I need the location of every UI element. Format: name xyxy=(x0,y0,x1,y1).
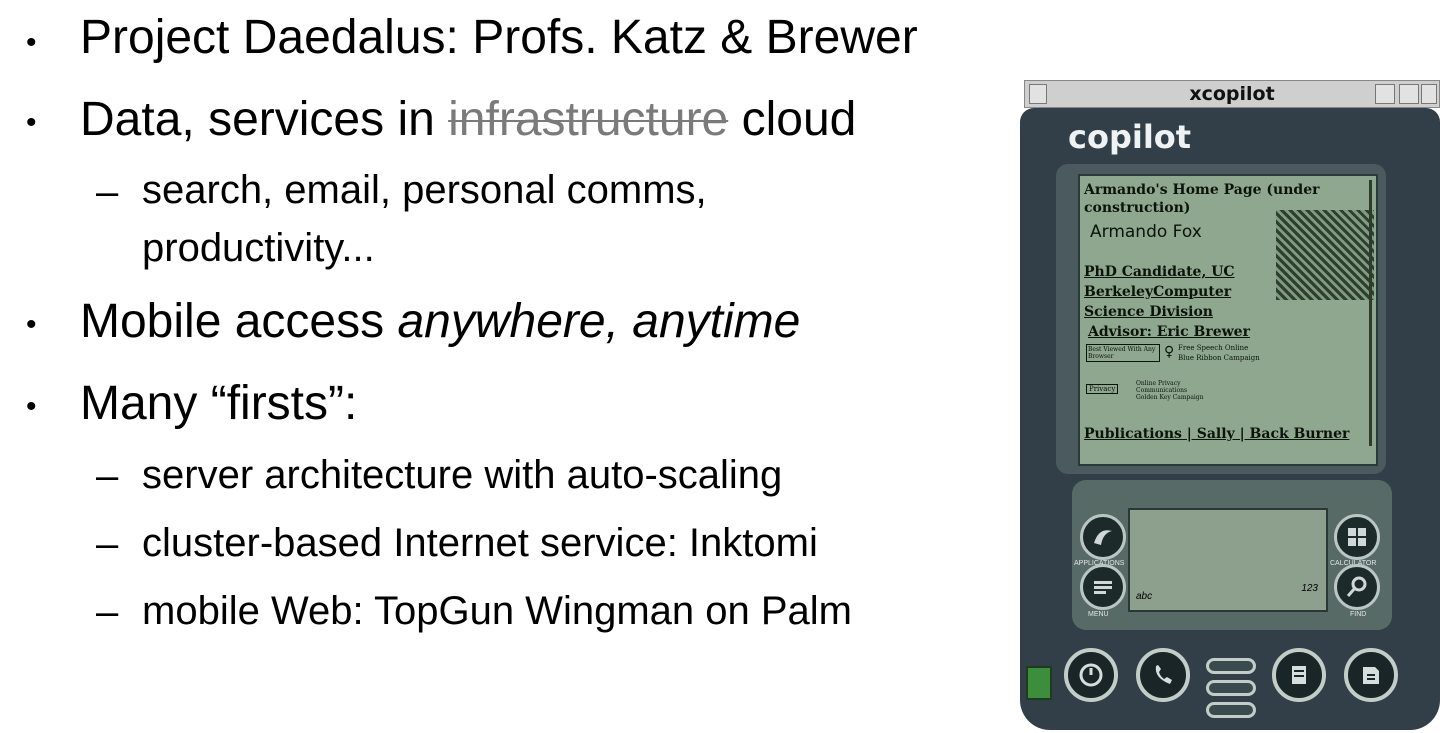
ribbon-text-1[interactable]: Free Speech Online xyxy=(1178,344,1249,352)
applications-label: APPLICATIONS xyxy=(1074,560,1124,567)
first-autoscaling: server architecture with auto-scaling xyxy=(142,453,783,497)
dash-3: – xyxy=(96,522,119,566)
struck-word: infrastructure xyxy=(448,93,729,146)
memo-button[interactable] xyxy=(1344,648,1398,702)
applications-icon xyxy=(1094,530,1112,545)
bullet-mobile: Mobile access anywhere, anytime xyxy=(80,298,800,346)
link-berkeley[interactable]: BerkeleyComputer xyxy=(1084,284,1232,300)
calculator-label: CALCULATOR xyxy=(1330,560,1376,567)
memo-icon xyxy=(1363,667,1379,684)
mobile-italic: anywhere, anytime xyxy=(397,295,801,348)
address-button[interactable] xyxy=(1136,648,1190,702)
bullet-firsts: Many “firsts”: xyxy=(80,377,358,430)
advisor-label: Advisor: Eric Brewer xyxy=(1088,324,1250,340)
dash-1: – xyxy=(96,170,119,214)
bullet-4: • xyxy=(26,390,37,423)
bullet-cloud: Data, services in infrastructure cloud xyxy=(80,96,856,144)
maximize-button[interactable] xyxy=(1399,84,1419,104)
find-button[interactable] xyxy=(1334,564,1380,610)
sub-services-line2: productivity... xyxy=(142,226,375,270)
window-title: xcopilot xyxy=(1189,83,1275,105)
todo-icon xyxy=(1292,666,1306,684)
key-text-3: Golden Key Campaign xyxy=(1136,394,1204,401)
scroll-up-button[interactable] xyxy=(1206,658,1256,674)
datebook-button[interactable] xyxy=(1064,648,1118,702)
bullet-1: • xyxy=(26,26,37,59)
ribbon-text-2[interactable]: Blue Ribbon Campaign xyxy=(1178,354,1260,362)
first-inktomi: cluster-based Internet service: Inktomi xyxy=(142,521,818,565)
advisor-text: Advisor: Eric Brewer xyxy=(1088,324,1250,340)
cloud-pre: Data, services in xyxy=(80,93,449,146)
calculator-button[interactable] xyxy=(1334,514,1380,560)
xcopilot-window: xcopilot copilot Armando's Home Page (un… xyxy=(1020,80,1440,730)
screen-scrollbar[interactable] xyxy=(1369,180,1372,446)
key-text-1: Online Privacy xyxy=(1136,380,1181,387)
find-label: FIND xyxy=(1350,611,1367,618)
palm-body: copilot Armando's Home Page (under const… xyxy=(1020,108,1440,730)
cloud-post: cloud xyxy=(728,93,857,146)
dash-4: – xyxy=(96,590,119,634)
dash-2: – xyxy=(96,454,119,498)
copilot-brand: copilot xyxy=(1068,118,1192,156)
power-led xyxy=(1026,666,1052,700)
privacy-badge[interactable]: Privacy xyxy=(1086,384,1119,394)
menu-icon xyxy=(1094,581,1112,594)
applications-button[interactable] xyxy=(1080,514,1126,560)
key-text-2: Communications xyxy=(1136,387,1188,394)
page-name: Armando Fox xyxy=(1090,222,1202,242)
scroll-down-button[interactable] xyxy=(1206,680,1256,696)
bullet-3: • xyxy=(26,308,37,341)
window-titlebar[interactable]: xcopilot xyxy=(1024,80,1440,108)
graffiti-area[interactable]: abc 123 xyxy=(1128,508,1328,612)
first-wingman: mobile Web: TopGun Wingman on Palm xyxy=(142,589,852,633)
bullet-daedalus: Project Daedalus: Profs. Katz & Brewer xyxy=(80,11,918,64)
phone-icon xyxy=(1155,665,1172,684)
any-browser-badge[interactable]: Best Viewed With Any Browser xyxy=(1086,344,1160,362)
page-heading-2: construction) xyxy=(1084,200,1191,216)
portrait-image xyxy=(1276,210,1374,300)
graffiti-abc: abc xyxy=(1136,591,1153,602)
window-menu-button[interactable] xyxy=(1029,84,1047,104)
graffiti-123: 123 xyxy=(1301,583,1318,594)
scroll-extra-button[interactable] xyxy=(1206,702,1256,718)
palm-screen[interactable]: Armando's Home Page (under construction)… xyxy=(1078,174,1378,466)
menu-label: MENU xyxy=(1088,611,1109,618)
mobile-pre: Mobile access xyxy=(80,295,398,348)
menu-button[interactable] xyxy=(1080,564,1126,610)
link-phd[interactable]: PhD Candidate, UC xyxy=(1084,264,1235,280)
sub-services-line1: search, email, personal comms, xyxy=(142,168,707,212)
page-heading-1: Armando's Home Page (under xyxy=(1084,182,1320,198)
bullet-2: • xyxy=(26,106,37,139)
calculator-icon xyxy=(1348,528,1366,546)
datebook-icon xyxy=(1079,663,1103,687)
todo-button[interactable] xyxy=(1272,648,1326,702)
minimize-button[interactable] xyxy=(1375,84,1395,104)
link-science[interactable]: Science Division xyxy=(1084,304,1213,320)
find-icon xyxy=(1346,576,1367,597)
footer-links[interactable]: Publications | Sally | Back Burner xyxy=(1084,426,1350,442)
window-resize-button[interactable] xyxy=(1421,84,1437,104)
ribbon-icon: ♀ xyxy=(1164,344,1175,360)
